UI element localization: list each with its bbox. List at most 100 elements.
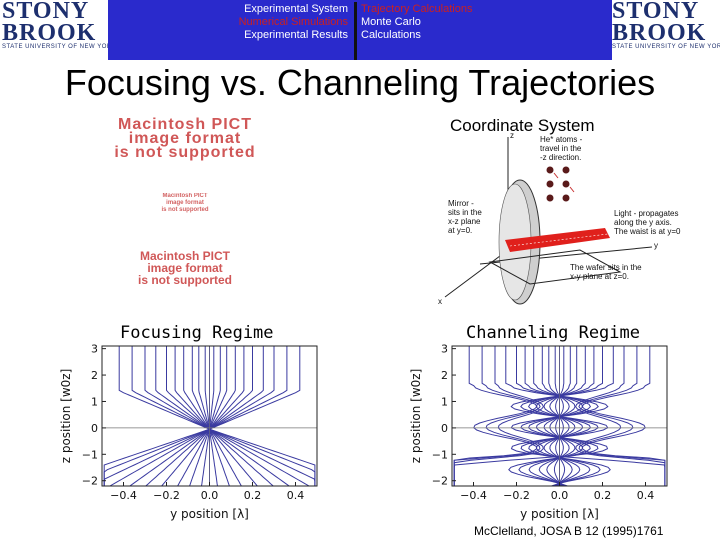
svg-text:The waist is at y=0: The waist is at y=0 <box>614 227 681 236</box>
focusing-regime-caption: Focusing Regime <box>120 323 274 343</box>
trajectory-20 <box>103 346 301 486</box>
trajectory-8 <box>546 346 570 487</box>
y-tick-label-5: 3 <box>441 343 448 356</box>
helium-atoms <box>546 166 575 202</box>
stony-brook-logo-right[interactable]: STONY BROOK STATE UNIVERSITY OF NEW YORK <box>612 0 720 60</box>
trajectory-1 <box>131 346 316 486</box>
y-axis-label: z position [w0z] <box>59 369 73 464</box>
x-axis-label: y position [λ] <box>520 507 599 521</box>
note-wafer: The wafer sits in the x-y plane at z=0. <box>570 263 642 281</box>
x-tick-label-3: 0.2 <box>594 489 612 502</box>
trajectory-9 <box>204 346 218 487</box>
y-tick-label-3: 1 <box>91 395 98 408</box>
y-tick-label-4: 2 <box>91 369 98 382</box>
y-axis-label: y <box>654 241 658 250</box>
navigation-divider <box>354 2 357 60</box>
svg-text:He* atoms -: He* atoms - <box>540 135 583 144</box>
note-mirror: Mirror - sits in the x-z plane at y=0. <box>448 199 482 235</box>
trajectory-13 <box>177 346 228 487</box>
trajectory-15 <box>145 346 245 487</box>
svg-text:x-y plane at z=0.: x-y plane at z=0. <box>570 272 629 281</box>
x-tick-label-1: −0.2 <box>503 489 530 502</box>
wafer-plane <box>488 249 622 285</box>
trajectory-4 <box>166 346 290 487</box>
coordinate-system-title: Coordinate System <box>450 116 595 135</box>
svg-text:The wafer sits in the: The wafer sits in the <box>570 263 642 272</box>
x-tick-label-3: 0.2 <box>244 489 262 502</box>
laser-beam <box>505 228 610 252</box>
y-tick-label-1: −1 <box>82 448 98 461</box>
svg-text:travel in the: travel in the <box>540 144 582 153</box>
svg-text:x-z plane: x-z plane <box>448 217 481 226</box>
trajectory-2 <box>453 346 544 486</box>
svg-text:along the y axis.: along the y axis. <box>614 218 672 227</box>
trajectory-0 <box>118 346 316 486</box>
pict-unsupported-large-2: Macintosh PICT image format is not suppo… <box>138 249 232 287</box>
z-axis-label: z <box>510 132 514 140</box>
trajectory-16 <box>129 346 253 487</box>
trajectory-19 <box>103 346 288 486</box>
slide-title: Focusing vs. Channeling Trajectories <box>64 62 656 103</box>
x-tick-label-2: 0.0 <box>551 489 569 502</box>
trajectory-18 <box>575 346 666 486</box>
trajectory-17 <box>510 346 666 486</box>
trajectory-6 <box>183 346 258 487</box>
y-tick-label-0: −2 <box>432 475 448 488</box>
nav-link-numerical-simulations[interactable]: Numerical Simulations <box>238 16 348 28</box>
trajectory-8 <box>198 346 230 487</box>
y-tick-label-2: 0 <box>441 422 448 435</box>
navigation-panel <box>108 0 612 60</box>
trajectory-14 <box>161 346 236 487</box>
trajectory-3 <box>155 346 310 487</box>
y-tick-label-0: −2 <box>82 475 98 488</box>
x-tick-label-1: −0.2 <box>153 489 180 502</box>
logo-word-brook: BROOK <box>612 20 707 46</box>
focusing-trajectory-plot: −0.4 −0.2 0.0 0.2 0.4 −2 −1 0 1 2 3 y position [λ] z… <box>59 343 318 521</box>
logo-word-stony: STONY <box>612 0 700 24</box>
coordinate-system-diagram: z y x He* atoms - travel in the -z direc… <box>438 132 681 306</box>
channeling-regime-caption: Channeling Regime <box>466 323 640 343</box>
y-tick-label-3: 1 <box>441 395 448 408</box>
stony-brook-logo-left[interactable]: STONY BROOK STATE UNIVERSITY OF NEW YORK <box>2 0 117 60</box>
y-tick-label-1: −1 <box>432 448 448 461</box>
x-axis-label: y position [λ] <box>170 507 249 521</box>
trajectory-5 <box>174 346 274 487</box>
x-tick-label-2: 0.0 <box>201 489 219 502</box>
nav-left-group: Experimental System Numerical Simulation… <box>112 3 348 42</box>
nav-right-group: Trajectory Calculations Monte Carlo Calc… <box>361 3 601 42</box>
x-tick-label-0: −0.4 <box>110 489 137 502</box>
y-axis-label: z position [w0z] <box>409 369 423 464</box>
nav-link-experimental-system[interactable]: Experimental System <box>244 3 348 15</box>
y-tick-label-4: 2 <box>441 369 448 382</box>
svg-text:sits in the: sits in the <box>448 208 482 217</box>
trajectory-20 <box>581 346 666 486</box>
trajectory-7 <box>191 346 242 487</box>
svg-text:-z direction.: -z direction. <box>540 153 581 162</box>
nav-link-trajectory-calculations[interactable]: Trajectory Calculations <box>361 3 473 15</box>
trajectory-17 <box>109 346 264 487</box>
nav-link-calculations[interactable]: Calculations <box>361 29 421 41</box>
x-tick-label-0: −0.4 <box>460 489 487 502</box>
x-axis <box>444 249 509 298</box>
trajectory-18 <box>103 346 275 486</box>
channeling-trajectory-plot: −0.4 −0.2 0.0 0.2 0.4 −2 −1 0 1 2 3 y position [λ] z… <box>409 343 668 521</box>
nav-link-experimental-results[interactable]: Experimental Results <box>244 29 348 41</box>
nav-link-monte-carlo[interactable]: Monte Carlo <box>361 16 421 28</box>
pict-unsupported-large-1: Macintosh PICT image format is not suppo… <box>114 116 256 161</box>
logo-subtitle: STATE UNIVERSITY OF NEW YORK <box>612 44 720 50</box>
pict-unsupported-small: Macintosh PICT image format is not suppo… <box>161 193 209 213</box>
y-tick-label-5: 3 <box>91 343 98 356</box>
logo-word-brook: BROOK <box>2 20 97 46</box>
svg-text:at y=0.: at y=0. <box>448 226 472 235</box>
logo-subtitle: STATE UNIVERSITY OF NEW YORK <box>2 44 117 50</box>
trajectory-11 <box>201 346 215 487</box>
x-tick-label-4: 0.4 <box>637 489 655 502</box>
svg-text:Mirror -: Mirror - <box>448 199 474 208</box>
y-tick-label-2: 0 <box>91 422 98 435</box>
logo-word-stony: STONY <box>2 0 90 24</box>
x-tick-label-4: 0.4 <box>287 489 305 502</box>
laser-beam-center <box>509 233 609 247</box>
citation: McClelland, JOSA B 12 (1995)1761 <box>474 524 664 538</box>
note-atoms: He* atoms - travel in the -z direction. <box>540 135 583 162</box>
svg-text:Light - propagates: Light - propagates <box>614 209 679 218</box>
